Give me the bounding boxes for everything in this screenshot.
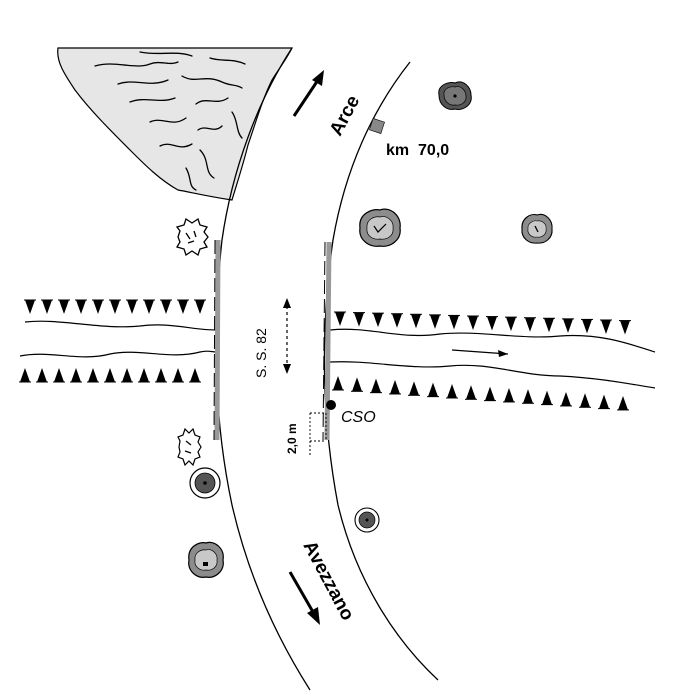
km-marker-icon: [369, 118, 385, 134]
tree-icon: [438, 81, 472, 110]
bank-hatch-mark: [335, 312, 345, 326]
bank-hatch-mark: [506, 317, 516, 332]
bank-hatch-mark: [620, 320, 630, 335]
bank-hatch-mark: [156, 368, 166, 382]
bank-hatch-mark: [178, 300, 188, 314]
bank-hatch-mark: [71, 368, 81, 382]
distance-dimension: [309, 412, 327, 455]
label-arce: Arce: [326, 92, 364, 139]
flow-arrow: [451, 349, 509, 357]
bank-hatch-mark: [76, 300, 86, 314]
label-station: CSO: [341, 409, 376, 426]
bank-hatch-mark: [88, 368, 98, 382]
bank-hatch-mark: [485, 386, 495, 401]
bridge-parapet-west: [213, 239, 221, 441]
bank-hatch-mark: [161, 300, 171, 314]
tree-icon: [521, 213, 553, 244]
bank-hatch-mark: [122, 368, 132, 382]
bank-hatch-mark: [428, 382, 438, 397]
bank-hatch-mark: [333, 376, 343, 390]
bank-hatch-mark: [601, 319, 611, 334]
shrub-icon: [177, 427, 202, 467]
station-point-icon: [326, 400, 336, 410]
bank-hatch-mark: [544, 318, 554, 333]
bank-hatch-mark: [618, 395, 628, 410]
bank-hatch-mark: [561, 391, 571, 406]
river-bank-south-west: [19, 350, 217, 358]
bank-hatch-mark: [447, 383, 457, 398]
bank-hatch-mark: [139, 368, 149, 382]
river-bank-north-west: [24, 320, 217, 331]
arrow-north-icon: [292, 70, 324, 117]
bank-hatch-mark: [542, 390, 552, 405]
bank-hatch-mark: [25, 300, 35, 314]
tree-icon: [359, 208, 401, 247]
bank-hatch-mark: [580, 393, 590, 408]
river: [19, 320, 656, 389]
bank-hatch-mark: [371, 378, 381, 393]
bank-hatch-mark: [409, 381, 419, 396]
river-bank-south-east: [329, 361, 656, 389]
bank-hatch-mark: [466, 385, 476, 400]
bank-hatch-mark: [373, 313, 383, 328]
tree-icon: [354, 507, 380, 533]
bank-hatch-mark: [525, 317, 535, 332]
bank-hatch-mark: [449, 315, 459, 330]
bank-hatch-mark: [173, 368, 183, 382]
bank-hatch-mark: [37, 368, 47, 382]
bank-hatch-mark: [411, 314, 421, 329]
bank-hatch-mark: [93, 300, 103, 314]
label-km-marker: km 70,0: [386, 142, 449, 159]
bank-hatch-mark: [392, 313, 402, 328]
road-edge-east: [323, 61, 439, 681]
bank-hatch-mark: [599, 394, 609, 409]
bank-hatch-mark: [127, 300, 137, 314]
bank-hatch-mark: [354, 312, 364, 327]
bank-hatch-mark: [59, 300, 69, 314]
bank-hatch-mark: [523, 389, 533, 404]
bank-hatch-mark: [504, 387, 514, 402]
tree-icon: [188, 541, 224, 578]
bank-hatch-mark: [430, 314, 440, 329]
bank-hatch-mark: [468, 315, 478, 330]
bank-hatch-mark: [487, 316, 497, 331]
bank-hatch-mark: [20, 368, 30, 382]
label-road-name: S. S. 82: [253, 328, 269, 378]
bank-hatching: [19, 299, 631, 411]
bank-hatch-mark: [190, 368, 200, 382]
arrow-south-icon: [288, 571, 320, 625]
bank-hatch-mark: [42, 300, 52, 314]
bank-hatch-mark: [390, 379, 400, 394]
bank-hatch-mark: [195, 300, 205, 314]
bank-hatch-mark: [54, 368, 64, 382]
tree-icon: [189, 467, 221, 499]
label-distance: 2,0 m: [285, 423, 299, 454]
shrub-icon: [175, 217, 209, 257]
bridge-parapet-east: [322, 241, 332, 441]
bank-hatch-mark: [110, 300, 120, 314]
rock-outcrop: [57, 47, 293, 201]
bank-hatch-mark: [144, 300, 154, 314]
bank-hatch-mark: [352, 377, 362, 392]
bank-hatch-mark: [563, 318, 573, 333]
label-avezzano: Avezzano: [299, 537, 358, 624]
bank-hatch-mark: [105, 368, 115, 382]
bank-hatch-mark: [582, 319, 592, 334]
road-axis-arrow-icon: [283, 298, 291, 374]
river-bank-north-east: [329, 328, 656, 353]
